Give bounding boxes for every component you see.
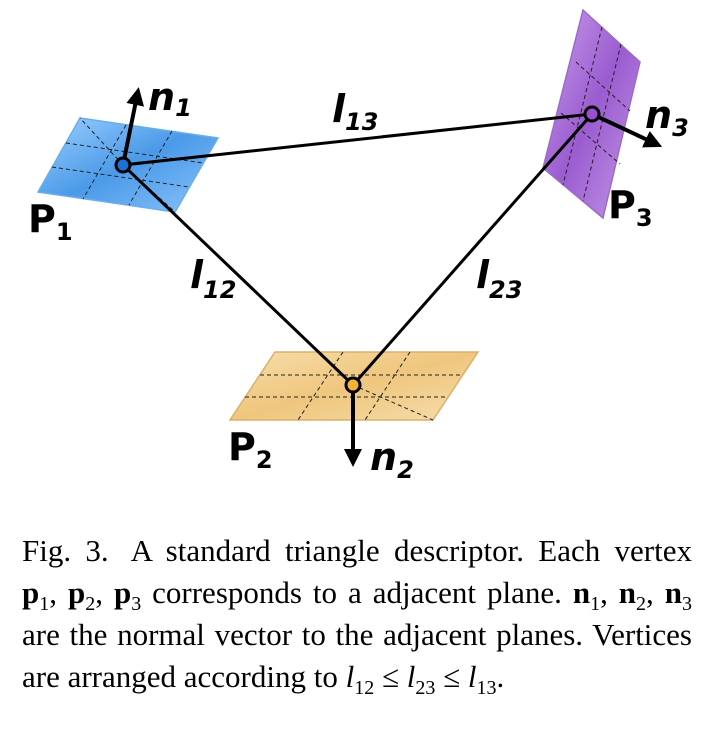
label-l23: l23 [476,253,522,304]
label-n2: n2 [370,435,414,484]
label-l12: l12 [190,253,236,304]
normal-vectors [121,87,663,467]
label-p3: P3 [608,183,653,232]
vertex-p2 [344,376,362,394]
label-n1: n1 [148,75,192,122]
figure-number: Fig. 3. [22,533,109,568]
label-n3: n3 [645,93,689,142]
caption-text-2: corresponds to a adjacent plane. [152,575,562,610]
label-p1: P1 [28,197,73,246]
vertices [114,105,601,394]
edge-l23 [351,113,594,386]
edge-l13 [122,112,593,167]
label-p2: P2 [228,425,273,474]
caption-text-3: are the normal vector to the adjacent pl… [22,617,692,694]
edge-l12 [121,163,355,387]
label-l13: l13 [332,87,378,136]
figure-caption: Fig. 3. A standard triangle descriptor. E… [22,533,693,700]
caption-text-1: A standard triangle descriptor. Each ver… [130,533,693,568]
normal-n3-arrow [591,112,663,148]
triangle-descriptor-figure: n1 P1 l13 l12 l23 n3 P3 P2 n2 [28,8,689,484]
normal-n1-arrow [121,87,145,166]
vertex-p1 [114,156,132,174]
triangle-edges [121,112,594,387]
vertex-p3 [583,105,601,123]
